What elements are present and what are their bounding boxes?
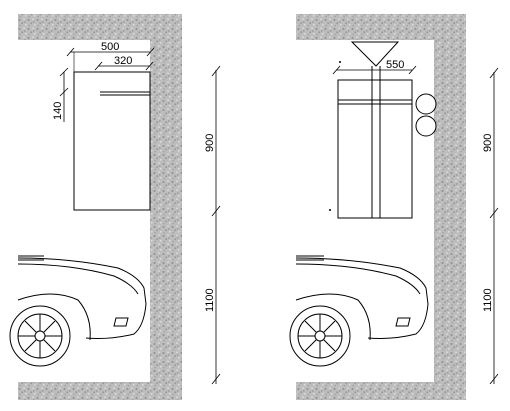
left-floor xyxy=(18,382,182,400)
flue-funnel xyxy=(350,41,400,67)
right-wall xyxy=(434,14,466,400)
dim-label-320: 320 xyxy=(114,55,132,67)
left-wall xyxy=(150,14,182,400)
expansion-tank-top xyxy=(415,93,437,115)
left-car xyxy=(9,255,147,367)
left-dim-label-900: 900 xyxy=(204,134,216,152)
left-dim-label-1100: 1100 xyxy=(204,288,216,312)
right-panel: 550 900 1100 xyxy=(289,14,499,400)
left-boiler-cabinet xyxy=(73,71,151,211)
right-boiler-cabinet xyxy=(337,79,413,219)
expansion-tank-bottom xyxy=(415,115,437,137)
dim-label-550: 550 xyxy=(386,59,404,71)
dim-label-500: 500 xyxy=(101,41,119,53)
right-car xyxy=(289,255,429,367)
dim-label-140: 140 xyxy=(52,102,64,120)
right-dim-label-1100: 1100 xyxy=(482,288,494,312)
right-dim-label-900: 900 xyxy=(482,134,494,152)
left-panel: 500 320 140 900 1100 xyxy=(9,14,221,400)
right-floor xyxy=(296,382,466,400)
